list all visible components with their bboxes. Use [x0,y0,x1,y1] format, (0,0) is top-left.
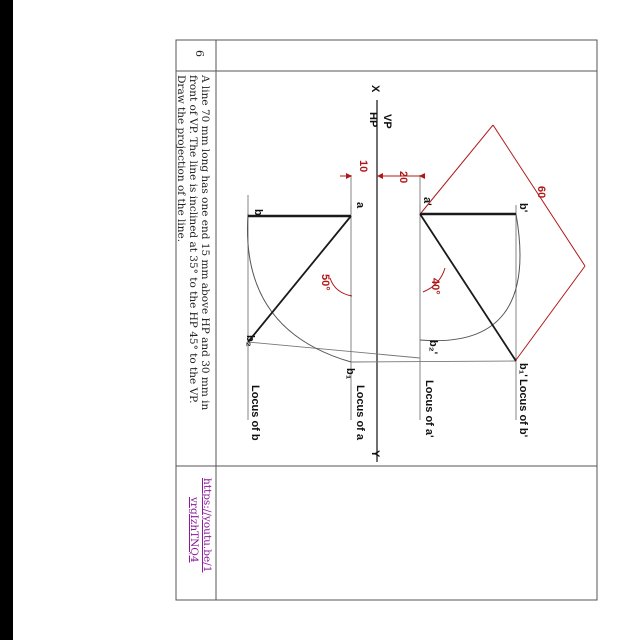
true-length-lines [248,212,516,218]
dim-60-ext1 [420,124,494,214]
serial-number: 6 [193,50,206,57]
point-b1: b₁ [344,368,356,380]
point-b-prime: b' [517,203,529,213]
inclined-lines [247,213,517,362]
point-b1-prime: b₁' [517,363,529,377]
arc-front [419,213,521,342]
locus-b-prime-label: Locus of b' [517,379,529,438]
dim-60-ext2 [515,265,586,361]
video-link-line-2[interactable]: vrgIzhTNQ4 [188,497,200,563]
hp-label: HP [367,112,379,127]
top-view-line [247,215,352,343]
dim-60-label: 60 [535,186,547,198]
point-a-prime: a' [421,197,433,206]
dimensions [329,124,586,361]
y-label: Y [369,450,381,458]
dim-10-label: 10 [357,160,369,172]
locus-a-label: Locus of a [354,385,366,441]
question-line-1: A line 70 mm long has one end 15 mm abov… [199,75,211,411]
table-border [175,39,598,601]
point-b: b [252,209,264,216]
angle-50-label: 50° [319,274,331,291]
x-label: X [369,85,381,93]
point-b2: b₂ [244,335,256,347]
question-line-2: front of VP. The line is inclined at 35°… [187,75,199,404]
question-line-3: Draw the projection of the line. [175,75,187,243]
locus-b-label: Locus of b [249,385,261,441]
point-b2-prime: b₂' [427,340,439,355]
dim-60-line [492,124,586,267]
drawing-labels: X VP HP Y 10 20 60 50° 40° a' b' a b b₂'… [244,85,547,458]
angle-50-arc [329,277,353,297]
projector-b2 [247,341,421,359]
locus-a-prime-label: Locus of a' [423,380,435,438]
rotation-arcs [246,213,521,363]
angle-40-label: 40° [429,278,441,295]
projector-b1 [350,360,517,363]
page-edge [0,0,13,640]
locus-lines [247,175,517,420]
arc-top [246,213,352,363]
front-view-line [419,213,517,362]
table-grid [175,39,598,601]
vp-label: VP [381,114,393,129]
video-link-line-1[interactable]: https://youtu.be/1 [201,478,213,573]
point-a: a [354,202,366,209]
angle-40-arc [422,267,446,293]
dim-20-label: 20 [397,171,409,183]
